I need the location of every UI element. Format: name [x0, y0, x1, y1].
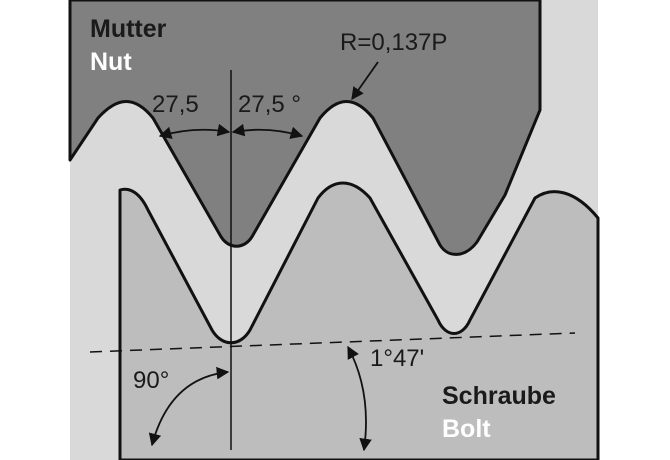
- right-angle-label: 90°: [133, 367, 169, 394]
- taper-angle-label: 1°47': [370, 345, 424, 372]
- nut-label-en: Nut: [90, 48, 132, 76]
- right-angle-arc: [148, 366, 230, 447]
- taper-angle-arc: [347, 345, 372, 452]
- bolt-body: [118, 181, 600, 460]
- flank-angle-arc-left: [158, 123, 231, 139]
- flank-angle-right-label: 27,5 °: [238, 91, 301, 118]
- flank-angle-left-label: 27,5: [152, 91, 199, 118]
- nut-label-de: Mutter: [90, 15, 167, 43]
- nut-body: [68, 0, 542, 256]
- bolt-label-en: Bolt: [442, 415, 491, 443]
- flank-angle-arc-right: [231, 123, 304, 139]
- bolt-label-de: Schraube: [442, 382, 556, 410]
- radius-label: R=0,137P: [340, 29, 447, 56]
- radius-leader-arrow: [351, 61, 379, 101]
- taper-dashed-line: [89, 332, 576, 353]
